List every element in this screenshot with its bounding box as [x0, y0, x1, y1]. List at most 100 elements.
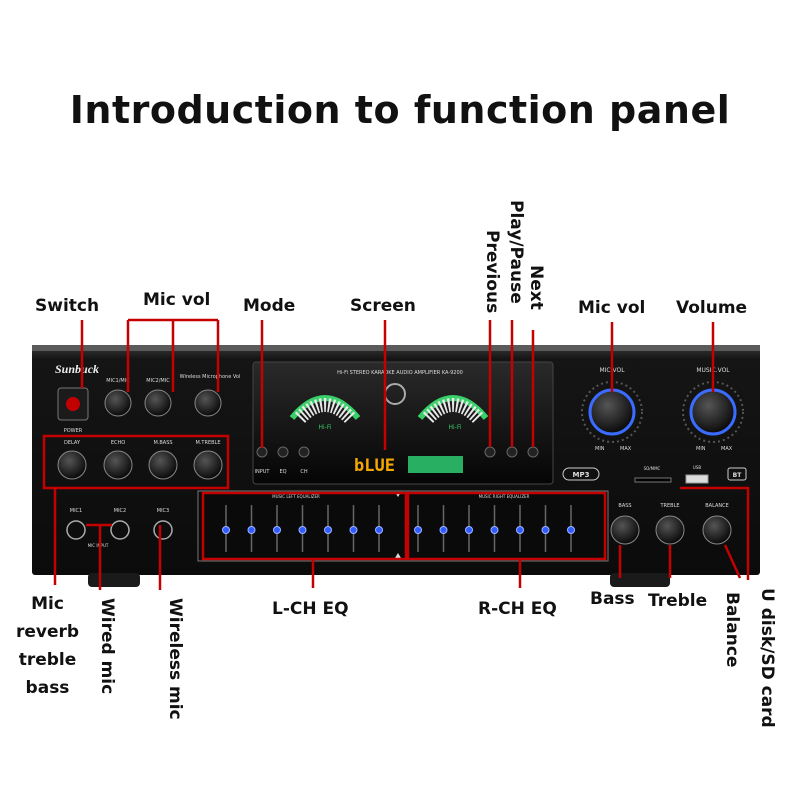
wireless-vol-knob[interactable] — [194, 389, 222, 417]
mode-buttons: INPUT EQ CH — [255, 446, 310, 475]
main-mic-vol-knob[interactable] — [588, 388, 636, 436]
music-volume-knob[interactable] — [689, 388, 737, 436]
mic-effect-knobs: DELAY ECHO M.BASS M.TREBLE — [57, 440, 223, 480]
echo-knob[interactable] — [103, 450, 133, 480]
label-rch-eq: R-CH EQ — [478, 599, 557, 619]
vu-badge-right: Hi-Fi — [448, 424, 461, 431]
balance-knob[interactable] — [702, 515, 732, 545]
label-bass: Bass — [590, 589, 635, 609]
label-mic-reverb: Mic reverb treble bass — [15, 594, 80, 698]
right-eq-slider-6[interactable] — [567, 526, 575, 534]
next-button[interactable] — [527, 446, 539, 458]
left-eq-slider-6[interactable] — [375, 526, 383, 534]
mic-vol-max: MAX — [620, 446, 632, 452]
mic1-vol-knob[interactable] — [104, 389, 132, 417]
knob-label-echo: ECHO — [111, 440, 125, 446]
display-text: bLUE — [354, 456, 395, 476]
mic2-jack[interactable] — [110, 520, 130, 540]
mp3-badge-frame — [562, 467, 600, 481]
mp3-badge: MP3 — [573, 471, 590, 479]
mic2-vol-knob[interactable] — [144, 389, 172, 417]
page-title: Introduction to function panel — [69, 88, 731, 132]
foot-left — [88, 573, 140, 587]
right-eq-slider-0[interactable] — [414, 526, 422, 534]
mic1-jack[interactable] — [66, 520, 86, 540]
mic-inputs: MIC1 MIC2 MIC INPUT MIC3 — [66, 508, 173, 548]
eq-bottom-arrow-icon — [395, 553, 401, 558]
mic-input-caption: MIC INPUT — [88, 543, 109, 548]
label-switch: Switch — [35, 296, 100, 316]
chassis-top-edge — [32, 345, 760, 351]
knob-label-mbass: M.BASS — [153, 440, 172, 446]
label-mic-vol-right: Mic vol — [578, 298, 646, 318]
bt-badge: BT — [733, 472, 743, 479]
previous-button[interactable] — [484, 446, 496, 458]
label-volume: Volume — [676, 298, 748, 318]
treble-knob-label: TREBLE — [659, 503, 679, 509]
treble-knob[interactable] — [655, 515, 685, 545]
balance-knob-label: BALANCE — [705, 503, 729, 509]
ch-button-label: CH — [300, 469, 307, 475]
left-eq-slider-1[interactable] — [247, 526, 256, 534]
power-label: POWER — [64, 428, 83, 434]
label-treble: Treble — [648, 591, 708, 611]
bass-knob-label: BASS — [618, 503, 631, 509]
eq-left-caption: MUSIC LEFT EQUALIZER — [272, 494, 320, 499]
vu-meter-left — [289, 395, 361, 420]
left-eq-slider-2[interactable] — [273, 526, 281, 534]
eq-button[interactable] — [277, 446, 289, 458]
mic3-wireless-jack[interactable] — [153, 520, 173, 540]
bt-badge-frame — [727, 467, 747, 481]
eq-right-caption: MUSIC RIGHT EQUALIZER — [479, 494, 530, 499]
sd-label: SD/MMC — [644, 466, 661, 471]
left-eq-slider-4[interactable] — [324, 526, 332, 534]
model-strip: Hi-Fi STEREO KARAOKE AUDIO AMPLIFIER KA-… — [337, 370, 463, 376]
mic-treble-knob[interactable] — [193, 450, 223, 480]
brand-logo: Sunbuck — [55, 362, 99, 376]
left-eq-slider-3[interactable] — [298, 526, 307, 534]
power-icon — [66, 397, 80, 411]
right-eq-slider-5[interactable] — [541, 526, 550, 534]
mic2-input-label: MIC2 — [114, 508, 126, 514]
mic3-input-label: MIC3 — [157, 508, 169, 514]
left-eq-slider-0[interactable] — [222, 526, 230, 534]
knob-label-delay: DELAY — [64, 440, 81, 446]
label-mode: Mode — [243, 296, 296, 316]
knob-label-mtreble: M.TREBLE — [196, 440, 221, 446]
music-vol-min: MIN — [696, 446, 706, 452]
vu-needle-left — [294, 398, 356, 424]
sd-card-slot[interactable] — [634, 477, 672, 483]
label-mic-vol-left: Mic vol — [143, 290, 211, 310]
mic-vol-knobs: MIC1/MIC MIC2/MIC Wireless Microphone Vo… — [104, 374, 241, 417]
vu-needle-right — [422, 398, 484, 424]
display-segments — [408, 456, 463, 473]
play-pause-button[interactable] — [506, 446, 518, 458]
left-eq-slider-5[interactable] — [349, 526, 358, 534]
input-button-label: INPUT — [255, 469, 271, 475]
eq-button-label: EQ — [279, 469, 286, 475]
usb-port[interactable] — [685, 474, 709, 484]
playback-buttons — [484, 446, 539, 458]
knob-label-mic2: MIC2/MIC — [146, 378, 170, 384]
mic1-input-label: MIC1 — [70, 508, 82, 514]
vu-meter-right — [417, 395, 489, 420]
eq-sliders — [222, 505, 575, 552]
knob-label-wireless: Wireless Microphone Vol — [180, 374, 241, 380]
mic-bass-knob[interactable] — [148, 450, 178, 480]
ch-button[interactable] — [298, 446, 310, 458]
right-eq-slider-4[interactable] — [516, 526, 524, 534]
right-eq-slider-2[interactable] — [465, 526, 473, 534]
label-lch-eq: L-CH EQ — [272, 599, 349, 619]
tone-knobs: BASS TREBLE BALANCE — [610, 503, 732, 545]
bass-knob[interactable] — [610, 515, 640, 545]
eq-panel — [197, 490, 609, 562]
callout-lines — [42, 318, 750, 590]
foot-right — [610, 573, 670, 587]
vu-badge-left: Hi-Fi — [318, 424, 331, 431]
right-eq-slider-1[interactable] — [439, 526, 448, 534]
input-button[interactable] — [256, 446, 268, 458]
right-eq-slider-3[interactable] — [490, 526, 499, 534]
screen-frame — [252, 361, 554, 485]
delay-knob[interactable] — [57, 450, 87, 480]
